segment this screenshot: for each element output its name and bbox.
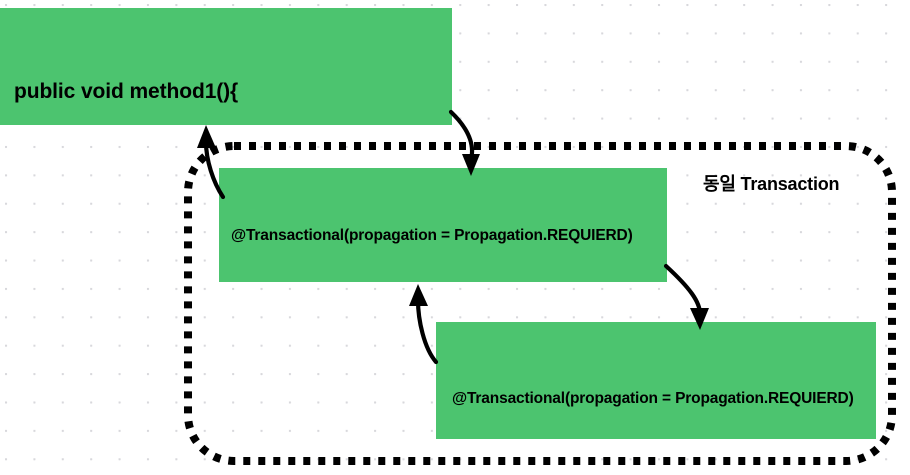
code-line: @Transactional(propagation = Propagation… [231,227,633,244]
transaction-boundary-label: 동일 Transaction [703,174,840,194]
code-line: public void method1(){ [14,80,239,103]
code-box-method2[interactable]: @Transactional(propagation = Propagation… [219,168,667,282]
code-box-method1[interactable]: public void method1(){ method2() // serv… [0,8,452,125]
arrow-return-method3-to-method2 [409,284,439,365]
code-box-method3[interactable]: @Transactional(propagation = Propagation… [436,322,876,439]
arrow-call-method2-to-method3 [663,263,709,330]
code-line: @Transactional(propagation = Propagation… [452,390,854,407]
arrow-call-method1-to-method2 [448,109,480,176]
